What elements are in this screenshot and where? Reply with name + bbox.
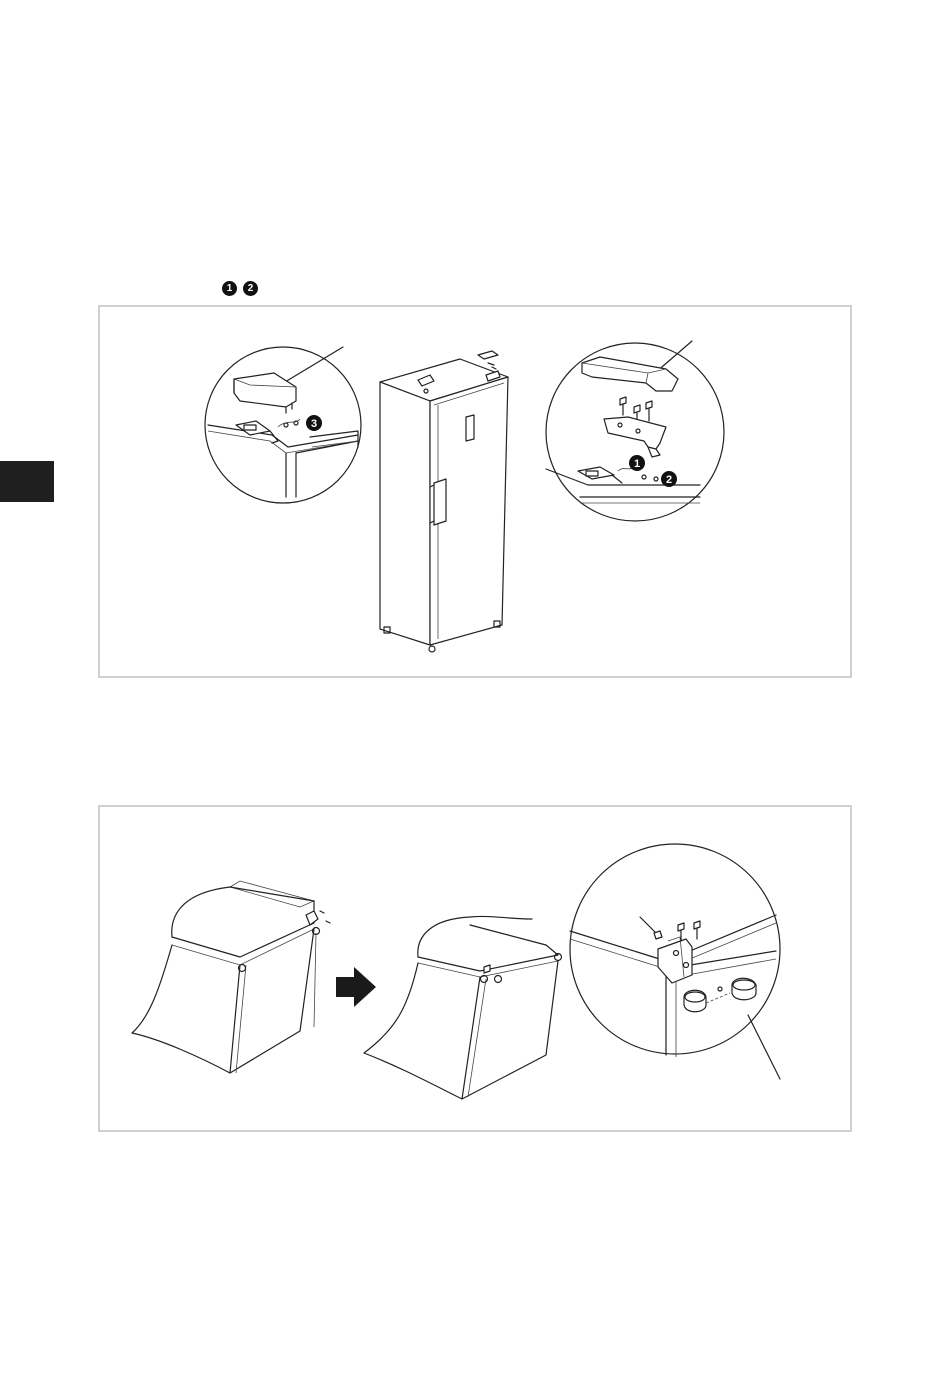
right-detail-circle: 1 2 <box>546 341 724 521</box>
figure-panel-top-hinge: 3 <box>98 305 852 678</box>
callout-3: 3 <box>311 418 317 430</box>
step-badge-2: 2 <box>243 281 258 296</box>
arrow-right-icon <box>336 967 376 1007</box>
door-alignment-illustration <box>100 807 854 1134</box>
cabinet-view-before <box>132 881 330 1073</box>
refrigerator-outline <box>380 351 508 652</box>
left-detail-circle: 3 <box>205 347 361 503</box>
hinge-detail-circle <box>570 844 780 1079</box>
callout-1: 1 <box>634 458 640 470</box>
figure-panel-door-alignment <box>98 805 852 1132</box>
section-tab-marker <box>0 461 54 502</box>
cabinet-view-after <box>364 916 562 1099</box>
step-reference-line: 1 2 <box>222 280 258 296</box>
callout-2: 2 <box>666 474 672 486</box>
step-badge-1: 1 <box>222 281 237 296</box>
top-hinge-illustration: 3 <box>100 307 854 680</box>
